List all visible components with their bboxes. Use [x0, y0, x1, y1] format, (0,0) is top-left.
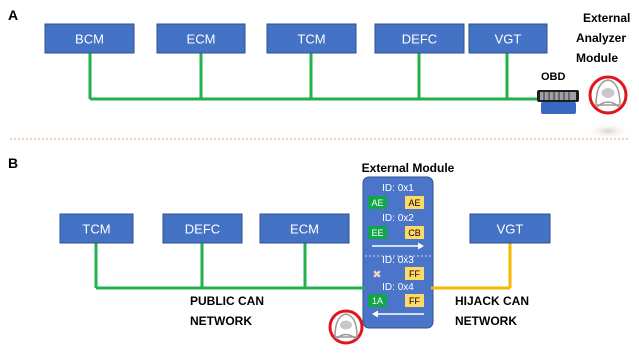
panel-b-label: B [8, 155, 18, 171]
hijack-can-label: HIJACK CAN NETWORK [455, 294, 529, 328]
ecu-defc-a: DEFC [374, 23, 465, 54]
ecu-tcm-a: TCM [266, 23, 357, 54]
svg-text:BCM: BCM [75, 32, 104, 47]
cell-1-right: AE [408, 198, 420, 208]
svg-text:DEFC: DEFC [402, 32, 437, 47]
arrow-left-icon [372, 310, 424, 318]
external-module-box [362, 176, 434, 329]
svg-text:NETWORK: NETWORK [455, 314, 517, 328]
id-label-4: ID: 0x4 [382, 282, 414, 293]
ecu-bcm-a: BCM [44, 23, 135, 54]
panel-a-label: A [8, 7, 18, 23]
ecu-defc-b: DEFC [162, 213, 243, 244]
blocked-x-icon: ✖ [372, 268, 381, 281]
svg-text:VGT: VGT [497, 222, 524, 237]
external-module-title: External Module [362, 161, 455, 175]
svg-text:TCM: TCM [297, 32, 325, 47]
hacker-icon-b [328, 309, 364, 345]
svg-text:VGT: VGT [495, 32, 522, 47]
id-row-3: ✖ FF [372, 267, 424, 281]
svg-text:DEFC: DEFC [185, 222, 220, 237]
public-can-bus [94, 243, 365, 290]
id-row-2: EE CB [368, 226, 424, 239]
id-label-3: ID: 0x3 [382, 255, 414, 266]
id-row-1: AE AE [368, 196, 424, 209]
svg-text:PUBLIC CAN: PUBLIC CAN [190, 294, 264, 308]
svg-text:NETWORK: NETWORK [190, 314, 252, 328]
ecu-vgt-b: VGT [469, 213, 551, 244]
id-label-2: ID: 0x2 [382, 213, 414, 224]
cell-4-left: 1A [372, 296, 383, 306]
arrow-right-icon [372, 242, 424, 250]
id-row-4: 1A FF [368, 294, 424, 307]
cell-2-left: EE [371, 228, 383, 238]
svg-text:ECM: ECM [187, 32, 216, 47]
obd-connector-icon [537, 90, 579, 114]
cell-3-right: FF [409, 269, 420, 279]
svg-text:ECM: ECM [290, 222, 319, 237]
hijack-can-bus [431, 243, 512, 290]
id-label-1: ID: 0x1 [382, 183, 414, 194]
svg-text:Module: Module [576, 51, 618, 65]
ecu-tcm-b: TCM [59, 213, 134, 244]
public-can-label: PUBLIC CAN NETWORK [190, 294, 264, 328]
svg-text:HIJACK CAN: HIJACK CAN [455, 294, 529, 308]
ecu-vgt-a: VGT [468, 23, 548, 54]
cell-4-right: FF [409, 296, 420, 306]
panel-a-bus [88, 52, 545, 101]
svg-text:TCM: TCM [82, 222, 110, 237]
obd-label: OBD [541, 71, 566, 83]
ecu-ecm-b: ECM [259, 213, 350, 244]
svg-text:Analyzer: Analyzer [576, 31, 626, 45]
hacker-icon-a [586, 75, 630, 139]
ecu-ecm-a: ECM [156, 23, 246, 54]
external-analyzer-label: External Analyzer Module [576, 11, 630, 65]
cell-1-left: AE [371, 198, 383, 208]
svg-text:External: External [583, 11, 630, 25]
cell-2-right: CB [408, 228, 421, 238]
